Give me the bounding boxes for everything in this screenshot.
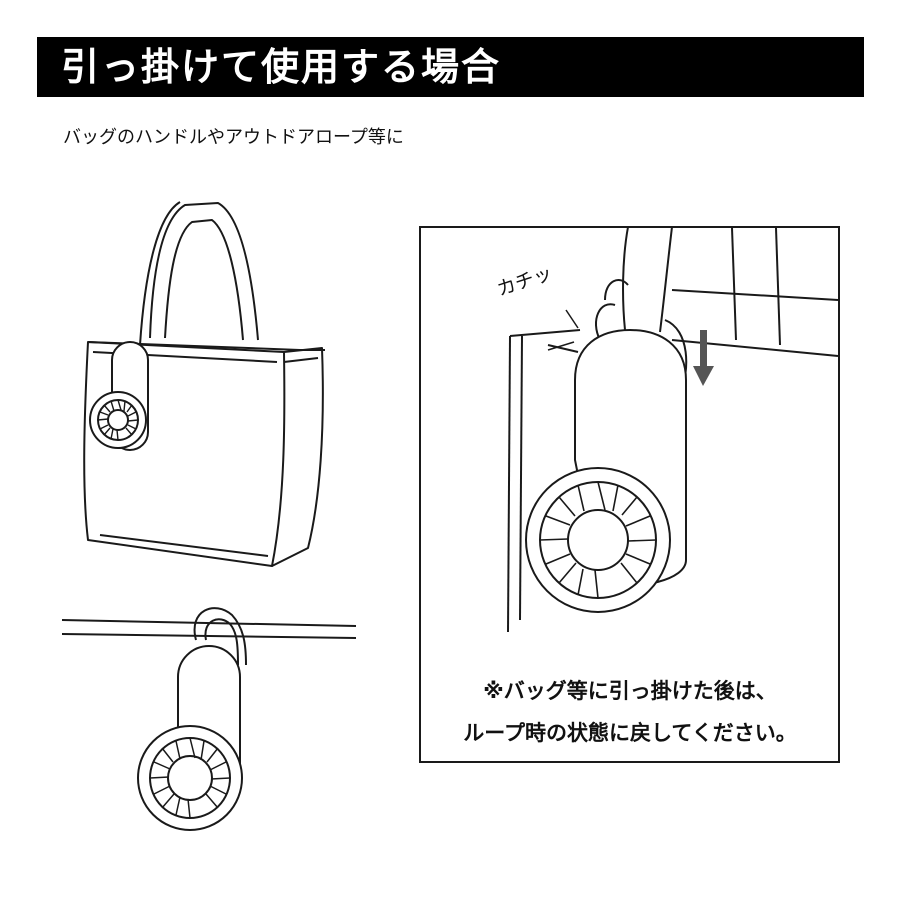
arrow-down-icon bbox=[693, 330, 714, 386]
callout-note-line2: ループ時の状態に戻してください。 bbox=[463, 721, 797, 745]
callout-frame bbox=[419, 226, 840, 763]
rope-illustration bbox=[61, 607, 357, 831]
callout-illustration bbox=[507, 226, 839, 633]
callout-note-line1: ※バッグ等に引っ掛けた後は、 bbox=[483, 679, 777, 703]
fan-on-bag bbox=[89, 341, 149, 451]
fan-icon bbox=[149, 737, 231, 819]
page-title: 引っ掛けて使用する場合 bbox=[61, 45, 502, 89]
title-bar: 引っ掛けて使用する場合 bbox=[37, 37, 864, 97]
fan-icon bbox=[97, 399, 139, 441]
subtitle: バッグのハンドルやアウトドアロープ等に bbox=[63, 127, 404, 148]
fan-icon bbox=[539, 481, 657, 599]
